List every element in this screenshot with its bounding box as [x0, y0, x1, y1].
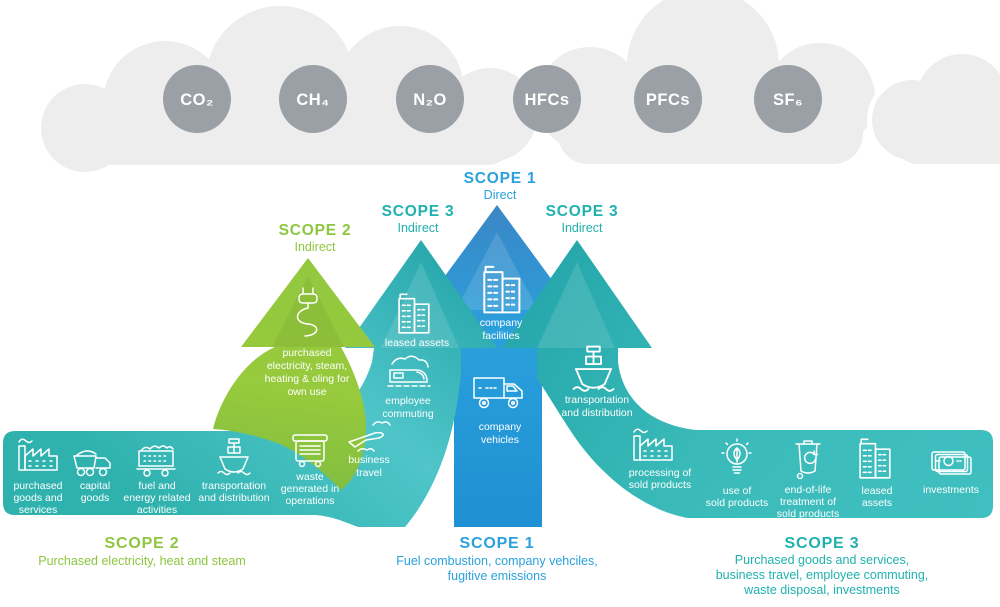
company-vehicles-label: vehicles	[481, 434, 519, 446]
band-item-label: transportation	[202, 480, 266, 492]
band-item-label: goods and	[13, 492, 62, 504]
gas-n2o: N₂O	[396, 65, 464, 133]
cloud-middle	[532, 0, 880, 169]
mine-cart-icon	[136, 445, 176, 477]
gas-label: HFCs	[524, 91, 569, 109]
band-item-label: energy related	[123, 492, 190, 504]
band-item-label: assets	[862, 497, 892, 509]
scope1-arrow-highlight	[456, 232, 538, 310]
band-item-label: waste	[295, 471, 324, 483]
scope2-footer-line: Purchased electricity, heat and steam	[38, 554, 246, 568]
airplane-icon	[348, 421, 391, 452]
scope3-left-arrow-band-shape	[3, 240, 497, 527]
band-item-label: sold products	[629, 479, 691, 491]
gas-label: SF₆	[773, 91, 803, 109]
band-item-label: leased	[862, 485, 893, 497]
band-item-label: fuel and	[138, 480, 176, 492]
cash-icon	[931, 451, 972, 475]
gas-label: PFCs	[646, 91, 690, 109]
footer-captions: SCOPE 2 Purchased electricity, heat and …	[38, 535, 928, 597]
company-facilities-label: company	[480, 317, 523, 329]
scope1-footer-line: fugitive emissions	[448, 569, 547, 583]
scope2-arrow-line: heating & oling for	[265, 373, 350, 385]
scope2-top-title: SCOPE 2	[279, 222, 352, 239]
band-item-label: services	[19, 504, 58, 516]
waste-container-icon	[292, 434, 328, 468]
delivery-truck-icon	[473, 377, 523, 409]
scope3-right-arrow-highlight	[537, 262, 615, 348]
band-item-label: use of	[723, 485, 752, 497]
gas-sf6: SF₆	[754, 65, 822, 133]
scope1-top-title: SCOPE 1	[464, 170, 537, 187]
employee-commuting-label: commuting	[382, 408, 434, 420]
gas-circles: CO₂ CH₄ N₂O HFCs PFCs SF₆	[163, 65, 822, 133]
band-item-label: sold products	[706, 497, 768, 509]
scope3-top-right-subtitle: Indirect	[562, 221, 604, 235]
cloud-right	[867, 49, 1000, 169]
scope3-top-left-subtitle: Indirect	[398, 221, 440, 235]
business-travel-label: travel	[356, 467, 382, 479]
power-plug-icon	[296, 287, 318, 337]
commuter-train-icon	[387, 355, 431, 387]
band-item-label: activities	[137, 504, 177, 516]
recycle-bin-icon	[795, 440, 821, 480]
band-item-label: generated in	[281, 483, 340, 495]
scope1-top-subtitle: Direct	[484, 188, 517, 202]
band-item-label: processing of	[629, 467, 692, 479]
band-item-label: treatment of	[780, 496, 836, 508]
band-item-label: end-of-life	[785, 484, 832, 496]
scope3-right-arrow-band-shape	[502, 240, 993, 518]
scope3-top-left-title: SCOPE 3	[382, 203, 455, 220]
gas-ch4: CH₄	[279, 65, 347, 133]
gas-pfcs: PFCs	[634, 65, 702, 133]
scope3-footer-line: waste disposal, investments	[743, 583, 900, 597]
top-headers: SCOPE 1 Direct SCOPE 3 Indirect SCOPE 3 …	[279, 170, 619, 254]
scope2-arrow-label: purchased electricity, steam, heating & …	[265, 347, 350, 398]
gas-label: N₂O	[413, 91, 447, 109]
band-item-label: investments	[923, 484, 979, 496]
leased-assets-label: leased assets	[385, 337, 449, 349]
scope2-top-subtitle: Indirect	[295, 240, 337, 254]
scope2-arrow-shade	[272, 276, 344, 347]
right-band-items: processing of sold products use of sold …	[629, 428, 979, 520]
scope3-footer-title: SCOPE 3	[785, 535, 860, 552]
scope2-arrow-line: electricity, steam,	[267, 360, 347, 372]
company-vehicles-label: company	[479, 421, 522, 433]
scope3-footer-line: business travel, employee commuting,	[716, 568, 929, 582]
band-item-label: operations	[285, 495, 334, 507]
band-item-label: goods	[81, 492, 110, 504]
scope1-footer-title: SCOPE 1	[460, 535, 535, 552]
left-band-items: purchased goods and services capital goo…	[13, 434, 340, 516]
gas-hfcs: HFCs	[513, 65, 581, 133]
scope1-footer-line: Fuel combustion, company vehciles,	[396, 554, 597, 568]
scope2-footer-title: SCOPE 2	[105, 535, 180, 552]
scope1-arrow-shape	[420, 205, 574, 527]
gas-label: CH₄	[296, 91, 329, 109]
employee-commuting-label: employee	[385, 395, 431, 407]
scope3-top-right-title: SCOPE 3	[546, 203, 619, 220]
scope3-footer-line: Purchased goods and services,	[735, 553, 909, 567]
scope2-arrow-line: purchased	[282, 347, 331, 359]
scope2-arrow-shape	[213, 258, 375, 490]
band-item-label: purchased	[13, 480, 62, 492]
business-travel-label: business	[348, 454, 389, 466]
dump-truck-icon	[73, 450, 111, 477]
gas-co2: CO₂	[163, 65, 231, 133]
transportation-distribution-label: and distribution	[561, 407, 632, 419]
band-item-label: sold products	[777, 508, 839, 520]
gas-label: CO₂	[180, 91, 214, 109]
band-item-label: capital	[80, 480, 110, 492]
scope2-arrow-line: own use	[287, 386, 326, 398]
transportation-distribution-label: transportation	[565, 394, 629, 406]
company-facilities-label: facilities	[482, 330, 519, 342]
band-item-label: and distribution	[198, 492, 269, 504]
bulb-leaf-icon	[721, 438, 753, 474]
